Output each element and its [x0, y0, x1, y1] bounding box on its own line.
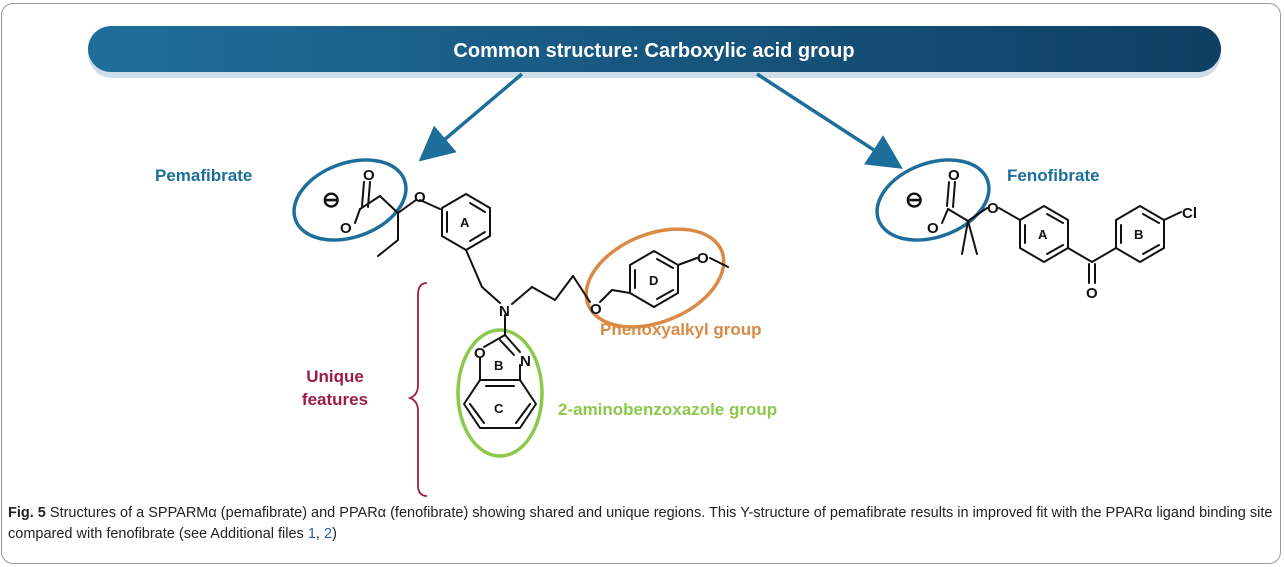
- atom-o: O: [363, 167, 375, 184]
- phenoxyalkyl-group-label: Phenoxyalkyl group: [600, 320, 762, 339]
- carboxylate-charge-icon: ⊖: [905, 187, 923, 212]
- bond: [469, 202, 486, 213]
- bond: [379, 195, 399, 214]
- figure-frame: [1, 3, 1281, 564]
- ring-b: [1115, 205, 1165, 263]
- pemafibrate-label: Pemafibrate: [155, 166, 252, 185]
- pemafibrate-structure: [354, 181, 729, 429]
- bond: [511, 286, 533, 305]
- atom-o: O: [987, 200, 999, 217]
- banner: Common structure: Carboxylic acid group: [88, 26, 1221, 78]
- bond: [941, 208, 949, 224]
- bond: [469, 231, 486, 242]
- ring-b-label: B: [494, 358, 503, 373]
- ring-c-label: C: [494, 401, 504, 416]
- atom-cl: Cl: [1182, 205, 1197, 222]
- atom-o: O: [340, 220, 352, 237]
- bond: [483, 334, 506, 348]
- atom-o: O: [1086, 285, 1098, 302]
- ring-c: [463, 379, 537, 429]
- caption-figure-number: Fig. 5: [8, 505, 46, 521]
- bond: [397, 199, 417, 214]
- unique-features-bracket: [407, 282, 428, 497]
- bond: [361, 181, 365, 207]
- caption-separator: ,: [315, 526, 324, 542]
- bond: [1142, 244, 1160, 255]
- ring-d-label: D: [649, 273, 658, 288]
- atom-n: N: [520, 353, 531, 370]
- bond: [947, 208, 969, 222]
- bond: [1046, 213, 1064, 224]
- ring-b-label: B: [1134, 227, 1143, 242]
- aminobenzoxazole-highlight: [456, 328, 544, 458]
- banner-bar: [88, 26, 1221, 72]
- atom-n: N: [499, 303, 510, 320]
- bond: [504, 334, 521, 353]
- bond: [354, 208, 361, 224]
- bond: [946, 181, 950, 207]
- bond: [481, 286, 501, 304]
- carboxylic-acid-highlight-fenofibrate: [875, 158, 991, 242]
- bond: [1046, 244, 1064, 255]
- additional-file-2-link[interactable]: 2: [323, 526, 333, 542]
- chemical-structures-diagram: Common structure: Carboxylic acid group …: [88, 26, 1221, 497]
- bond: [611, 289, 631, 294]
- bond: [998, 207, 1021, 221]
- bond: [961, 220, 969, 255]
- aminobenzoxazole-group-label: 2-aminobenzoxazole group: [558, 400, 777, 419]
- bond: [377, 239, 399, 257]
- atom-o: O: [590, 301, 602, 318]
- banner-title: Common structure: Carboxylic acid group: [453, 40, 854, 62]
- bond: [967, 220, 978, 255]
- bond: [515, 403, 531, 424]
- bond: [554, 275, 574, 301]
- bond: [677, 257, 698, 266]
- bond: [367, 181, 371, 208]
- pemafibrate-atoms: ⊖ O O O N O O O N A D B C: [322, 167, 709, 416]
- caption-text: Structures of a SPPARMα (pemafibrate) an…: [8, 505, 1273, 542]
- carboxylic-acid-highlight-pemafibrate: [292, 158, 408, 242]
- bond: [572, 275, 591, 303]
- fenofibrate-atoms: ⊖ O O O O Cl A B: [905, 167, 1197, 302]
- additional-file-1-link[interactable]: 1: [307, 526, 316, 542]
- fenofibrate-label: Fenofibrate: [1007, 166, 1100, 185]
- atom-o: O: [414, 189, 426, 206]
- bond: [469, 403, 485, 424]
- bond: [419, 199, 441, 210]
- carboxylate-charge-icon: ⊖: [322, 187, 340, 212]
- phenoxyalkyl-highlight: [584, 227, 726, 329]
- bond: [1163, 211, 1182, 221]
- bond: [967, 207, 988, 222]
- bond: [599, 289, 613, 303]
- atom-o: O: [927, 220, 939, 237]
- caption-close: ): [332, 526, 337, 542]
- bond: [709, 257, 729, 268]
- bond: [656, 289, 674, 300]
- bond: [1091, 247, 1117, 263]
- bond: [656, 258, 674, 269]
- unique-features-label-line1: Unique: [306, 367, 364, 386]
- bond: [359, 195, 381, 210]
- arrow-to-pemafibrate: [418, 72, 524, 162]
- arrow-to-fenofibrate: [756, 72, 903, 169]
- bond: [531, 286, 556, 301]
- figure-caption: Fig. 5 Structures of a SPPARMα (pemafibr…: [8, 503, 1273, 545]
- fenofibrate-structure: [941, 181, 1182, 284]
- atom-o: O: [697, 250, 709, 267]
- atom-o: O: [474, 345, 486, 362]
- ring-a-label: A: [460, 215, 470, 230]
- bond: [1142, 213, 1160, 224]
- bond: [952, 181, 956, 208]
- bond: [499, 339, 515, 356]
- atom-o: O: [948, 167, 960, 184]
- unique-features-label-line2: features: [302, 390, 368, 409]
- bond: [465, 249, 483, 288]
- bond: [1067, 247, 1093, 263]
- ring-a-label: A: [1038, 227, 1048, 242]
